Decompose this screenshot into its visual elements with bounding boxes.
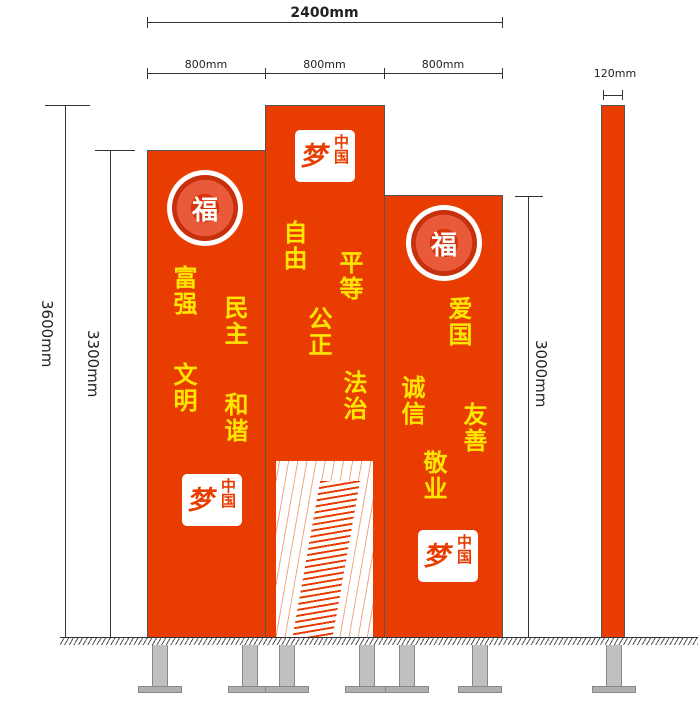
dim-panel-width-1: 800mm	[184, 58, 228, 71]
slogan-word: 文明	[169, 362, 197, 414]
dim-height-center: 3600mm	[38, 300, 56, 368]
slogan-word: 民主	[220, 295, 248, 347]
slogan-word: 法治	[339, 370, 367, 422]
slogan-word: 敬业	[419, 450, 447, 502]
slogan-word: 友善	[459, 402, 487, 454]
support-post	[279, 640, 295, 688]
dim-line-total	[147, 22, 502, 23]
post-foot	[138, 686, 182, 693]
chinese-dream-logo: 梦 中国	[182, 474, 242, 526]
dim-line-left-height	[110, 150, 111, 638]
slogan-word: 和谐	[220, 392, 248, 444]
fu-emblem-icon: 福	[167, 170, 243, 246]
dim-panel-width-3: 800mm	[421, 58, 465, 71]
dim-tick	[265, 68, 266, 79]
dim-pole-width: 120mm	[593, 67, 637, 80]
slogan-word: 诚信	[397, 375, 425, 427]
post-foot	[458, 686, 502, 693]
dim-tick	[147, 17, 148, 28]
post-foot	[345, 686, 389, 693]
dim-line-right-height	[528, 196, 529, 638]
slogan-word: 爱国	[444, 296, 472, 348]
support-post	[152, 640, 168, 688]
support-post	[359, 640, 375, 688]
dim-line-panels	[147, 73, 502, 74]
fu-emblem-icon: 福	[406, 205, 482, 281]
dim-panel-width-2: 800mm	[303, 58, 346, 71]
slogan-word: 自由	[279, 220, 307, 272]
support-post	[606, 640, 622, 688]
post-foot	[385, 686, 429, 693]
dim-total-width: 2400mm	[290, 5, 359, 21]
slogan-word: 平等	[335, 250, 363, 302]
support-post	[472, 640, 488, 688]
slogan-word: 富强	[169, 265, 197, 317]
dim-tick	[45, 105, 90, 106]
dim-line-center-height	[65, 105, 66, 638]
dim-tick	[384, 68, 385, 79]
dim-tick	[603, 90, 604, 100]
post-foot	[592, 686, 636, 693]
dim-tick	[515, 196, 543, 197]
dim-height-left: 3300mm	[84, 330, 102, 398]
dim-tick	[502, 17, 503, 28]
dim-tick	[622, 90, 623, 100]
chinese-dream-logo: 梦 中国	[295, 130, 355, 182]
dim-tick	[147, 68, 148, 79]
dim-line-pole	[603, 95, 622, 96]
support-post	[399, 640, 415, 688]
dim-tick	[502, 68, 503, 79]
side-view-pole	[601, 105, 625, 638]
slogan-word: 公正	[304, 306, 332, 358]
dim-height-right: 3000mm	[532, 340, 550, 408]
post-foot	[265, 686, 309, 693]
support-post	[242, 640, 258, 688]
chinese-dream-logo: 梦 中国	[418, 530, 478, 582]
dim-tick	[95, 150, 135, 151]
great-wall-illustration	[275, 460, 374, 638]
ground-line	[60, 637, 698, 645]
